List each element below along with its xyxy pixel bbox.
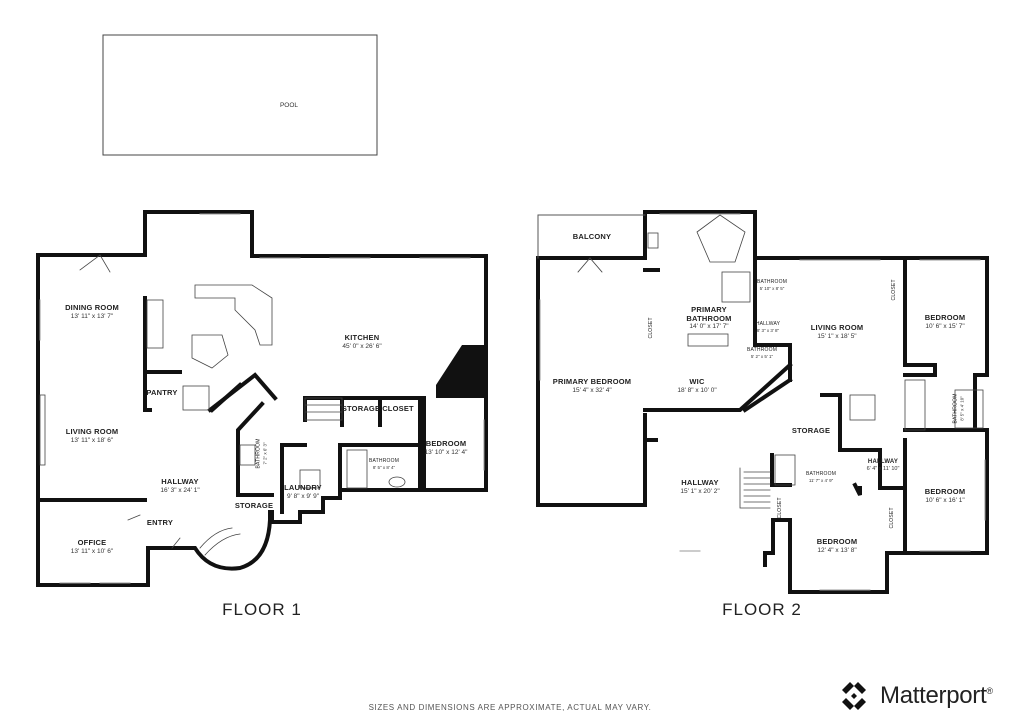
floor1-fixtures	[39, 254, 406, 556]
pool-outline	[102, 34, 378, 156]
room-pantry: PANTRY	[146, 388, 178, 397]
room-storage: STORAGE	[341, 404, 381, 413]
matterport-logo: Matterport®	[836, 676, 1016, 716]
floor1-walls	[36, 210, 488, 587]
room-closet-2a: CLOSET	[891, 279, 898, 301]
pool-label: POOL	[279, 102, 299, 109]
floor2-title: FLOOR 2	[722, 600, 802, 619]
room-closet: CLOSET	[382, 404, 414, 413]
room-entry: ENTRY	[146, 518, 174, 527]
room-closet-wic: CLOSET	[648, 317, 655, 339]
room-closet-2c: CLOSET	[777, 497, 784, 519]
room-storage-2: STORAGE	[234, 501, 274, 510]
matterport-logo-mark	[842, 682, 866, 710]
floor1-windows	[39, 213, 485, 584]
room-closet-2b: CLOSET	[889, 507, 896, 529]
room-storage-2: STORAGE	[791, 426, 831, 435]
floor2-fixtures	[577, 214, 984, 509]
disclaimer-text: SIZES AND DIMENSIONS ARE APPROXIMATE, AC…	[368, 703, 652, 712]
floor1-fireplace-block	[436, 345, 486, 398]
floor2-balcony	[537, 214, 646, 259]
floor2-walls	[536, 210, 989, 594]
floor2-windows	[539, 213, 986, 591]
room-balcony: BALCONY	[572, 232, 612, 241]
floor1-title: FLOOR 1	[222, 600, 302, 619]
matterport-wordmark: Matterport®	[880, 682, 993, 709]
